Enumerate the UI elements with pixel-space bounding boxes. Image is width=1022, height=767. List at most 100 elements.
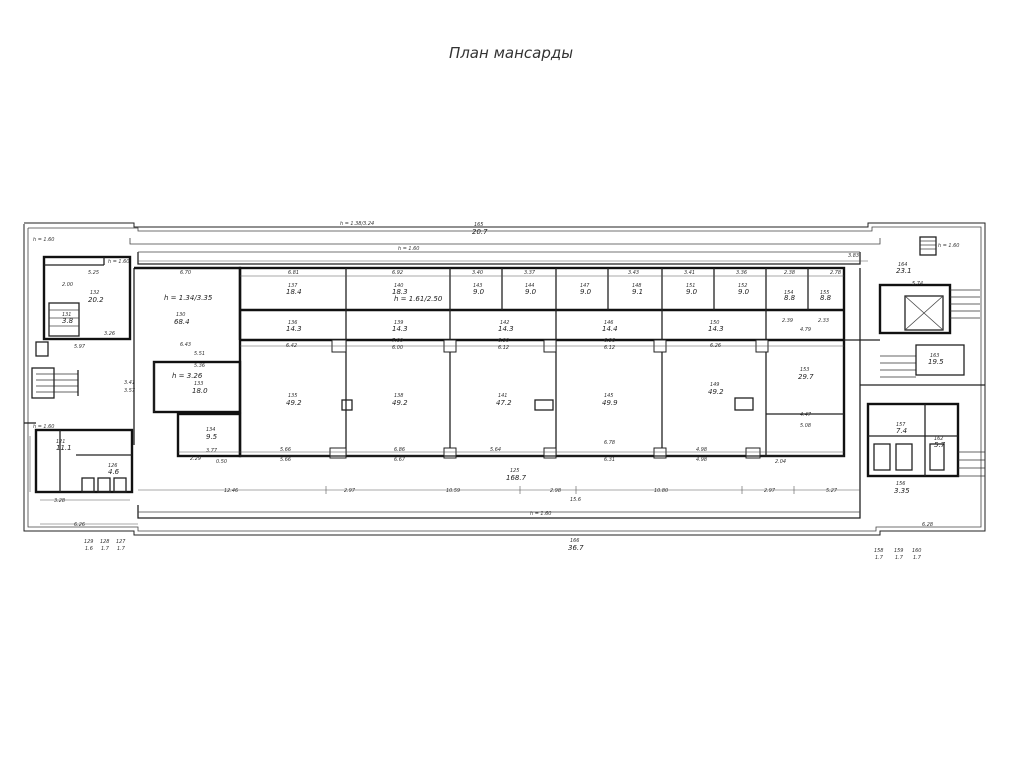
room-id-143: 143 [473, 283, 482, 289]
dim-text: 5.25 [88, 270, 99, 276]
room-id-126: 126 [108, 463, 117, 469]
label-h-roof-top: h = 1.60 [398, 246, 419, 252]
room-id-121: 121 [56, 439, 65, 445]
room-area-140: 18.3 [392, 288, 408, 296]
room-area-131: 3.8 [62, 317, 74, 325]
dim-text: 2.98 [550, 488, 561, 494]
dim-text: 3.26 [104, 331, 115, 337]
roof-lines [129, 238, 881, 519]
room-id-146: 146 [604, 320, 613, 326]
main-block [238, 266, 846, 459]
dim-text: 0.50 [216, 459, 227, 465]
room-id-165: 165 [474, 222, 483, 228]
room-area-145: 49.9 [602, 399, 618, 407]
room-id-156: 156 [896, 481, 905, 487]
dim-text: 6.12 [604, 345, 615, 351]
dim-text: 15.6 [570, 497, 581, 503]
dim-text: 5.51 [194, 351, 205, 357]
room-area-153: 29.7 [798, 373, 814, 381]
dim-text: 3.36 [736, 270, 747, 276]
room-area-164: 23.1 [896, 267, 912, 275]
left-block [24, 255, 135, 494]
bottom-area-127: 1.7 [117, 546, 126, 552]
room-id-132: 132 [90, 290, 99, 296]
labels: h = 1.38/3.24 h = 1.60 h = 1.60 h = 1.60… [33, 221, 959, 561]
dim-text: 2.33 [818, 318, 829, 324]
room-area-144: 9.0 [525, 288, 537, 296]
dim-text: 3.41 [684, 270, 695, 276]
bottom-area-158: 1.7 [875, 555, 884, 561]
dim-text: 5.08 [800, 423, 811, 429]
room-area-143: 9.0 [473, 288, 485, 296]
label-h-small-room: h = 3.26 [172, 372, 203, 380]
room-id-135: 135 [288, 393, 297, 399]
label-h-top-right: h = 1.60 [938, 243, 959, 249]
room-id-138: 138 [394, 393, 403, 399]
room-area-132: 20.2 [88, 296, 104, 304]
room-area-154: 8.8 [784, 294, 796, 302]
room-area-125: 168.7 [506, 474, 527, 482]
bottom-id-128: 128 [100, 539, 109, 545]
dim-text: 6.42 [286, 343, 297, 349]
room-id-137: 137 [288, 283, 298, 289]
room-area-146: 14.4 [602, 325, 618, 333]
dim-text: 6.70 [180, 270, 191, 276]
room-id-139: 139 [394, 320, 403, 326]
dim-text: 6.92 [392, 270, 403, 276]
dim-text: 2.78 [830, 270, 841, 276]
bottom-area-159: 1.7 [895, 555, 904, 561]
dim-text: 6.26 [710, 343, 721, 349]
dim-text: 6.31 [604, 457, 615, 463]
dim-text: 3.40 [472, 270, 483, 276]
label-h-left-bottom: h = 1.60 [33, 424, 54, 430]
room-area-148: 9.1 [632, 288, 643, 296]
room-id-164: 164 [898, 262, 907, 268]
room-id-151: 151 [686, 283, 695, 289]
dim-text: 3.57 [124, 388, 136, 394]
dim-text: 6.28 [922, 522, 933, 528]
dim-text: 10.80 [654, 488, 668, 494]
label-h-top-left: h = 1.60 [33, 237, 54, 243]
room-area-163: 19.5 [928, 358, 944, 366]
dim-text: 4.98 [696, 457, 707, 463]
dim-text: 5.74 [912, 281, 923, 287]
dim-text: 5.97 [74, 344, 86, 350]
room-area-165: 20.7 [472, 228, 488, 236]
dim-text: 4.98 [696, 447, 707, 453]
dim-text: 10.59 [446, 488, 460, 494]
dim-text: 2.97 [344, 488, 356, 494]
room-area-147: 9.0 [580, 288, 592, 296]
room-id-152: 152 [738, 283, 747, 289]
plan-title: План мансарды [448, 44, 574, 62]
dim-text: 6.67 [394, 457, 406, 463]
dim-text: 6.78 [604, 440, 615, 446]
dim-text: 3.41 [124, 380, 135, 386]
dim-text: 3.43 [628, 270, 639, 276]
dim-text: 3.83 [848, 253, 859, 259]
room-area-133: 18.0 [192, 387, 208, 395]
room-id-142: 142 [500, 320, 509, 326]
dim-text: 4.47 [800, 412, 812, 418]
bottom-area-128: 1.7 [101, 546, 110, 552]
room-id-150: 150 [710, 320, 719, 326]
bottom-id-159: 159 [894, 548, 903, 554]
dim-text: 6.96 [604, 338, 615, 344]
room-id-149: 149 [710, 382, 719, 388]
bottom-id-129: 129 [84, 539, 93, 545]
room-area-156: 3.35 [894, 487, 910, 495]
dim-text: 12.46 [224, 488, 238, 494]
dim-text: 5.66 [280, 457, 291, 463]
room-area-141: 47.2 [496, 399, 512, 407]
room-area-166: 36.7 [568, 544, 584, 552]
room-id-166: 166 [570, 538, 579, 544]
label-h-roof-bottom: h = 1.60 [530, 511, 551, 517]
dim-text: 7.00 [392, 338, 403, 344]
dim-text: 3.28 [54, 498, 65, 504]
dim-text: 6.86 [394, 447, 405, 453]
room-id-145: 145 [604, 393, 613, 399]
dim-text: 2.04 [775, 459, 786, 465]
right-block [844, 236, 985, 505]
dimension-lines [29, 260, 868, 525]
bottom-area-160: 1.7 [913, 555, 922, 561]
dim-text: 5.27 [826, 488, 838, 494]
